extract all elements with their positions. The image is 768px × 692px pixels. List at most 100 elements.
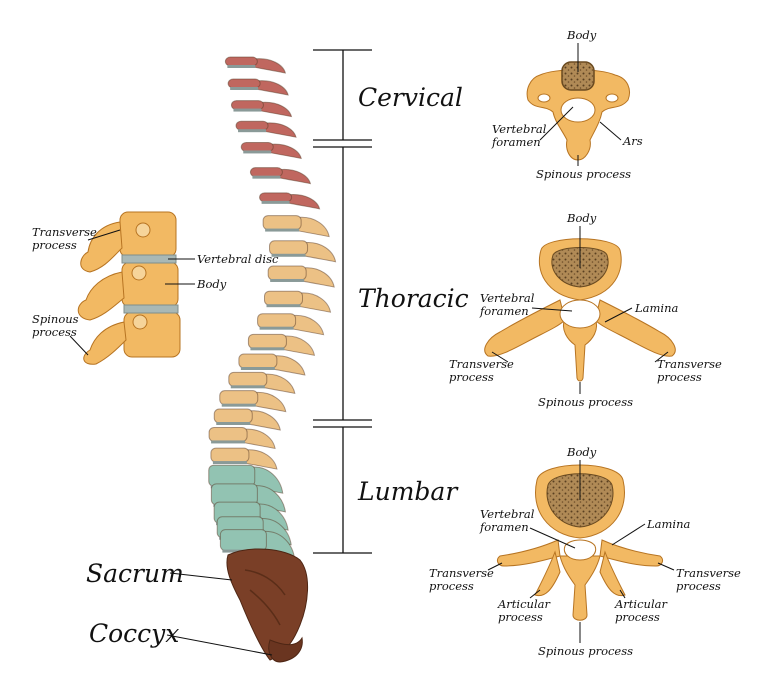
lumbar-transverse-right-label-1: Transverse <box>676 566 741 580</box>
thoracic-vertebra-process <box>303 242 337 263</box>
lumbar-body-label: Body <box>566 445 597 459</box>
thoracic-vertebra-body <box>264 290 303 306</box>
lumbar-foramen-label-2: foramen <box>479 520 529 534</box>
lumbar-vertebra-body <box>219 529 267 552</box>
lumbar-articular-right-label-1: Articular <box>614 597 668 611</box>
cervical-ars-label: Ars <box>622 134 643 148</box>
lumbar-transverse-left-label-1: Transverse <box>429 566 494 580</box>
intervertebral-disc <box>227 65 256 68</box>
intervertebral-disc <box>243 150 272 154</box>
thoracic-vertebra-process <box>301 267 335 288</box>
thoracic-vertebra-body <box>257 313 297 329</box>
thoracic-lamina-leader <box>604 307 633 323</box>
lumbar-foramen-leader <box>529 527 576 549</box>
thoracic-vertebra-body <box>238 353 278 369</box>
coccyx-bone <box>268 636 303 663</box>
thoracic-vertebra-body <box>210 447 250 463</box>
intervertebral-disc <box>261 200 290 204</box>
spinal-column <box>208 56 337 663</box>
sacrum-leader-line <box>169 572 233 581</box>
region-label-coccyx: Coccyx <box>89 619 179 648</box>
lumbar-articular-left-leader <box>529 589 541 599</box>
cervical-vertebra-body <box>259 192 293 203</box>
thoracic-vertebra-body <box>219 390 259 406</box>
cervical-vertebra-process <box>263 122 297 138</box>
thoracic-transverse-left-label-1: Transverse <box>449 357 514 371</box>
intervertebral-disc <box>250 347 285 351</box>
thoracic-vertebra-process <box>242 428 276 450</box>
thoracic-vertebra-process <box>262 373 296 394</box>
lumbar-foramen-label-1: Vertebral <box>480 507 535 521</box>
intervertebral-disc <box>252 175 281 179</box>
intervertebral-disc <box>212 461 247 465</box>
lumbar-articular-left-label-1: Articular <box>497 597 551 611</box>
lumbar-articular-left-label-2: process <box>498 610 543 624</box>
thoracic-transverse-right-label-2: process <box>657 370 702 384</box>
cervical-foramen-label-1: Vertebral <box>492 122 547 136</box>
cervical-vertebra-body <box>249 167 283 178</box>
lumbar-transverse-left-label-2: process <box>429 579 474 593</box>
thoracic-vertebra-body <box>228 371 268 387</box>
side-spinous-process-label-2: process <box>32 325 77 339</box>
thoracic-spinous-process-label: Spinous process <box>538 395 633 409</box>
intervertebral-disc <box>211 440 246 444</box>
thoracic-vertebra-process <box>247 410 281 431</box>
region-label-lumbar: Lumbar <box>357 477 459 506</box>
region-label-thoracic: Thoracic <box>358 284 469 313</box>
side-spinous-leader <box>69 335 89 356</box>
region-label-cervical: Cervical <box>358 83 463 112</box>
cervical-foramen-label-2: foramen <box>491 135 541 149</box>
side-vertebral-disc-label: Vertebral disc <box>197 252 279 266</box>
cervical-spinous-process-label: Spinous process <box>536 167 631 181</box>
cervical-vertebra-body <box>235 120 269 131</box>
thoracic-foramen-label-2: foramen <box>479 304 529 318</box>
vertebrae-side-view <box>77 211 181 365</box>
thoracic-body-label: Body <box>566 211 597 225</box>
thoracic-vertebra-process <box>244 449 278 470</box>
cervical-vertebra-body <box>240 141 274 152</box>
region-label-sacrum: Sacrum <box>86 559 184 588</box>
thoracic-vertebra-process <box>296 216 330 238</box>
thoracic-vertebra-process <box>253 391 287 413</box>
intervertebral-disc <box>230 385 265 389</box>
intervertebral-disc <box>265 228 300 232</box>
thoracic-vertebra-body <box>208 426 248 442</box>
lumbar-articular-right-leader <box>619 589 626 599</box>
thoracic-foramen-leader <box>531 307 573 312</box>
intervertebral-disc <box>266 304 301 308</box>
cervical-vertebra-process <box>277 168 312 185</box>
cervical-vertebra-process <box>252 58 287 74</box>
cervical-vertebra-process <box>287 194 321 210</box>
intervertebral-disc <box>221 403 256 407</box>
thoracic-vertebra-body <box>262 215 302 231</box>
thoracic-transverse-left-leader <box>491 351 509 363</box>
lumbar-spinous-process-label: Spinous process <box>538 644 633 658</box>
cervical-vertebra-body <box>227 78 261 89</box>
lumbar-transverse-right-leader <box>657 562 675 571</box>
side-transverse-leader <box>87 229 121 241</box>
coccyx-leader-line <box>166 634 273 656</box>
intervertebral-disc <box>216 422 251 425</box>
thoracic-transverse-right-label-1: Transverse <box>657 357 722 371</box>
thoracic-vertebra-process <box>281 335 316 356</box>
thoracic-vertebra-body <box>213 408 253 424</box>
lumbar-vertebra-body <box>208 464 256 487</box>
thoracic-vertebra-illustration <box>484 238 676 382</box>
cervical-vertebra-body <box>224 56 258 67</box>
side-body-label: Body <box>196 277 227 291</box>
cervical-vertebra-body <box>230 100 264 111</box>
thoracic-foramen-label-1: Vertebral <box>480 291 535 305</box>
intervertebral-disc <box>238 129 267 133</box>
side-transverse-process-label-1: Transverse <box>32 225 97 239</box>
cervical-body-label: Body <box>566 28 597 42</box>
thoracic-vertebra-process <box>291 314 325 336</box>
cervical-vertebra-process <box>258 101 293 118</box>
thoracic-vertebra-process <box>272 355 306 376</box>
cervical-ars-leader <box>599 121 622 141</box>
cervical-vertebra-illustration <box>526 61 630 161</box>
lumbar-vertebra-illustration <box>496 464 664 621</box>
intervertebral-disc <box>230 87 259 90</box>
intervertebral-disc <box>233 108 262 112</box>
